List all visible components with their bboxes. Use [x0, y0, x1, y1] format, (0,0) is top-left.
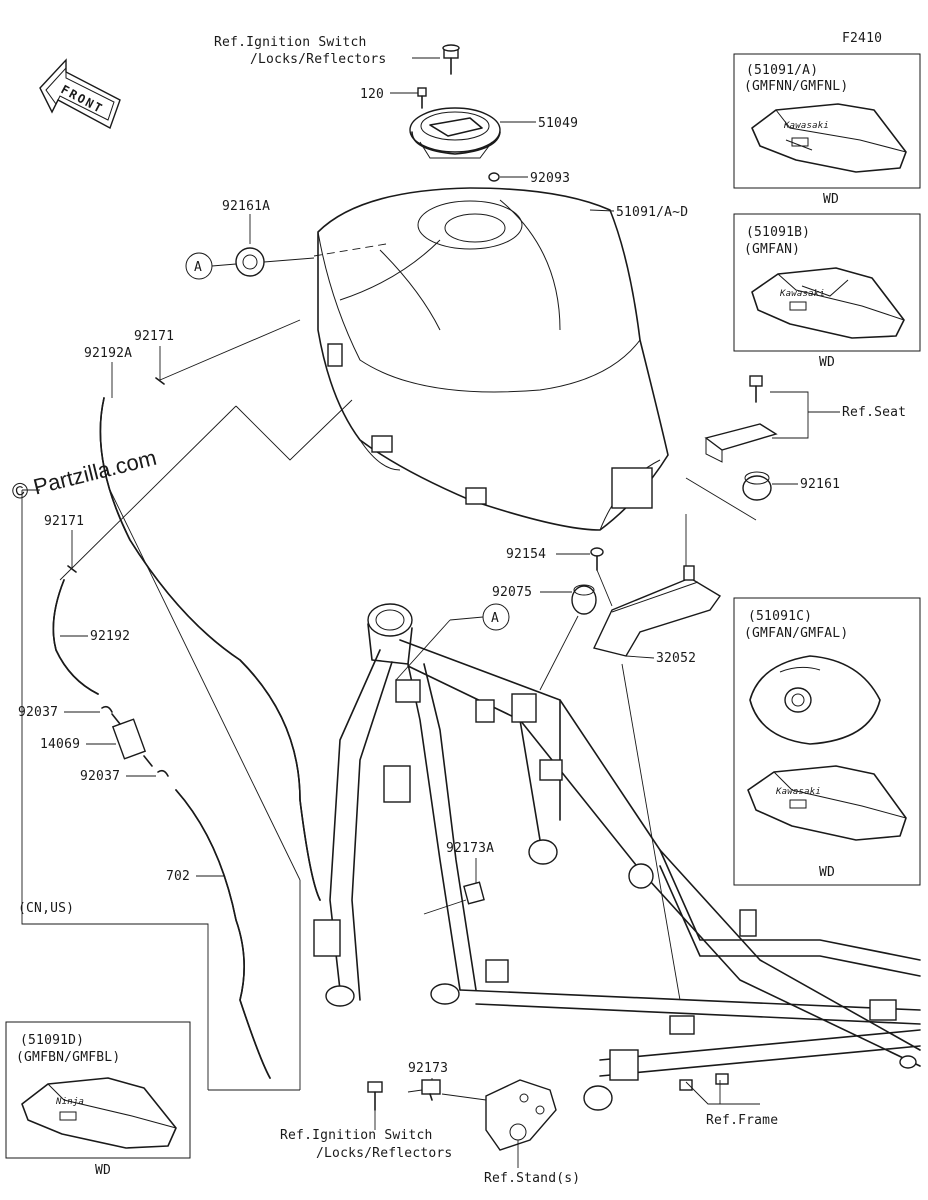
ref-frame: Ref.Frame [706, 1113, 778, 1128]
diagram-code: F2410 [842, 31, 882, 46]
watermark: © Partzilla.com [9, 445, 159, 505]
variant-a-note: WD [823, 192, 839, 207]
callout-92161A: 92161A [222, 199, 270, 214]
callout-92161: 92161 [800, 477, 840, 492]
callout-92192A: 92192A [84, 346, 132, 361]
region-cn-us: (CN,US) [18, 901, 74, 916]
screw-92154-icon [590, 547, 604, 571]
ref-ignition-bottom-line2: /Locks/Reflectors [316, 1146, 452, 1161]
variant-box-51091-a: (51091/A) (GMFNN/GMFNL) Kawasaki WD [733, 53, 921, 207]
callout-92173: 92173 [408, 1061, 448, 1076]
ref-stand: Ref.Stand(s) [484, 1171, 580, 1186]
callout-92154: 92154 [506, 547, 546, 562]
variant-d-colors: (GMFBN/GMFBL) [16, 1050, 120, 1065]
callout-51049: 51049 [538, 116, 578, 131]
ref-ignition-bottom-line1: Ref.Ignition Switch [280, 1128, 433, 1143]
variant-box-51091-d: (51091D) (GMFBN/GMFBL) Ninja WD [5, 1021, 191, 1178]
damper-92075-icon [571, 584, 597, 615]
callout-92171-top: 92171 [134, 329, 174, 344]
ref-ignition-top-line2: /Locks/Reflectors [250, 52, 386, 67]
seat-bolt-icon [749, 375, 763, 403]
small-screw-icon [417, 87, 427, 109]
clamp-92037-b-icon [157, 769, 169, 777]
ref-ignition-top-line1: Ref.Ignition Switch [214, 35, 367, 50]
circle-a-top: A [194, 260, 202, 275]
callout-92075: 92075 [492, 585, 532, 600]
fuel-filter-14069 [111, 713, 153, 767]
variant-b-code: (51091B) [746, 225, 810, 240]
variant-b-colors: (GMFAN) [744, 242, 800, 257]
damper-92161-icon [742, 471, 772, 501]
variant-a-colors: (GMFNN/GMFNL) [744, 79, 848, 94]
circle-a-mid: A [491, 611, 499, 626]
variant-c-colors: (GMFAN/GMFAL) [744, 626, 848, 641]
variant-c-badge: Kawasaki [775, 787, 821, 797]
callout-702: 702 [166, 869, 190, 884]
variant-a-badge: Kawasaki [783, 121, 829, 131]
variant-box-51091-c: (51091C) (GMFAN/GMFAL) Kawasaki WD [733, 597, 921, 886]
motorcycle-frame [313, 603, 921, 1111]
variant-a-code: (51091/A) [746, 63, 818, 78]
fuel-cap-51049 [409, 107, 501, 159]
grommet-92093-icon [488, 172, 500, 182]
collar-92173-icon [421, 1079, 441, 1101]
variant-d-badge: Ninja [55, 1097, 84, 1107]
variant-box-51091-b: (51091B) (GMFAN) Kawasaki WD [733, 213, 921, 370]
callout-92037-b: 92037 [80, 769, 120, 784]
callout-92171-mid: 92171 [44, 514, 84, 529]
clamp-92037-icon [101, 705, 113, 713]
callout-92037-a: 92037 [18, 705, 58, 720]
variant-b-badge: Kawasaki [779, 289, 825, 299]
ref-seat: Ref.Seat [842, 405, 906, 420]
callout-92093: 92093 [530, 171, 570, 186]
callout-92173A: 92173A [446, 841, 494, 856]
seat-bracket-icon [704, 423, 778, 451]
callout-120: 120 [360, 87, 384, 102]
variant-b-note: WD [819, 355, 835, 370]
bracket-32052 [593, 565, 722, 657]
fuel-tank-51091 [317, 187, 669, 531]
collar-92173A-icon [463, 881, 485, 905]
callout-14069: 14069 [40, 737, 80, 752]
stand-bracket-icon [485, 1079, 557, 1151]
variant-d-code: (51091D) [20, 1033, 84, 1048]
bolt-bottom-icon [367, 1081, 383, 1111]
callout-92192: 92192 [90, 629, 130, 644]
callout-32052: 32052 [656, 651, 696, 666]
damper-92161A-icon [235, 247, 265, 277]
variant-c-note: WD [819, 865, 835, 880]
ignition-bolt-icon [442, 44, 460, 75]
variant-d-note: WD [95, 1163, 111, 1178]
front-arrow-icon: FRONT [39, 58, 121, 130]
callout-51091: 51091/A~D [616, 205, 688, 220]
variant-c-code: (51091C) [748, 609, 812, 624]
